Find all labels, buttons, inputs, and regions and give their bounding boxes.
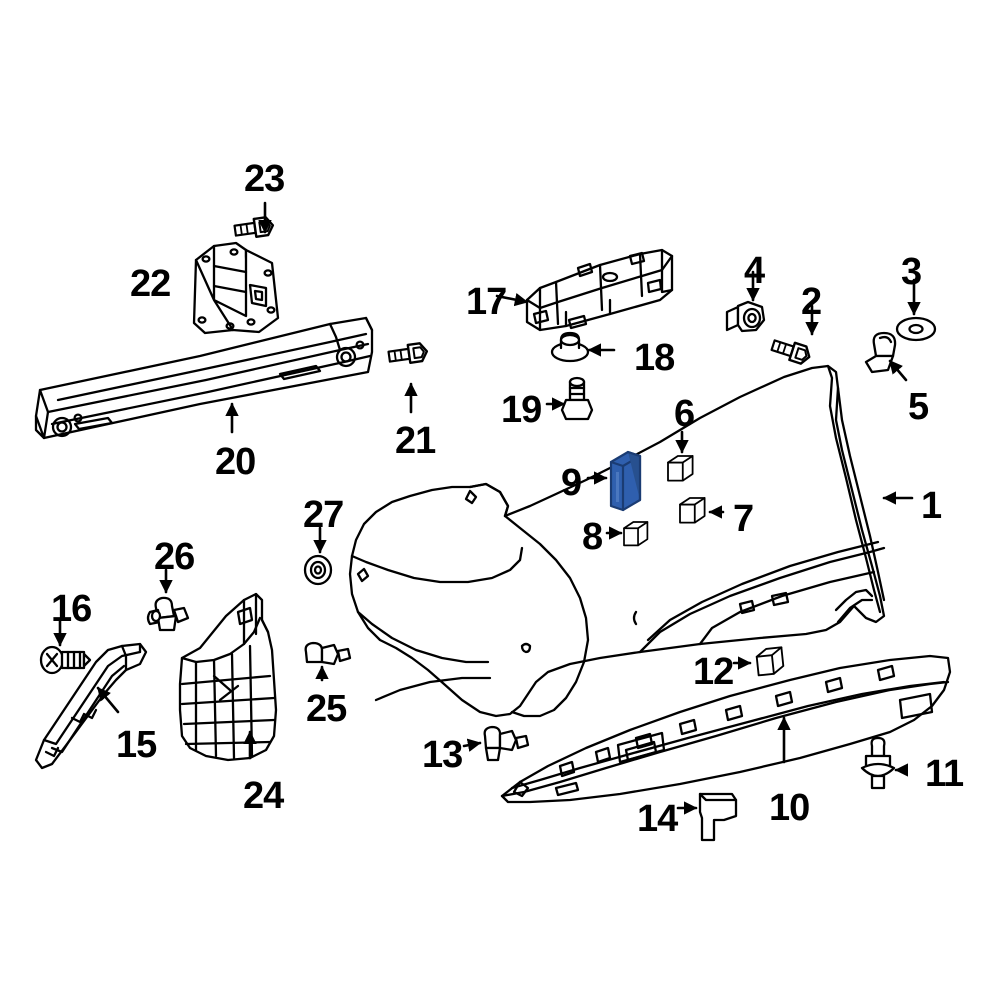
- callout-label-9: 9: [561, 462, 582, 504]
- part-23-bolt: [232, 215, 276, 241]
- callout-label-19: 19: [501, 389, 542, 431]
- part-3-washer: [895, 316, 937, 342]
- callout-label-16: 16: [51, 588, 92, 630]
- callout-label-5: 5: [908, 386, 929, 428]
- part-9-retainer-highlighted: [609, 450, 642, 512]
- part-17-energy-absorber: [525, 248, 674, 332]
- part-27-grommet: [303, 554, 333, 586]
- callout-label-7: 7: [733, 498, 754, 540]
- part-21-bolt: [386, 341, 430, 367]
- callout-label-15: 15: [116, 724, 157, 766]
- part-20-bumper-reinforcement: [34, 316, 374, 440]
- callout-label-21: 21: [395, 420, 436, 462]
- part-11-clip: [860, 736, 896, 790]
- part-4-retainer-nut: [725, 300, 766, 333]
- part-2-bolt: [769, 335, 814, 367]
- leader-15: [96, 686, 120, 714]
- callout-label-1: 1: [921, 485, 942, 527]
- part-14-bracket-clip: [698, 792, 738, 842]
- callout-label-24: 24: [243, 775, 284, 817]
- callout-label-13: 13: [422, 734, 463, 776]
- leader-5: [888, 359, 908, 382]
- part-5-push-clip: [864, 331, 897, 374]
- callout-label-17: 17: [466, 281, 507, 323]
- part-6-clip: [667, 455, 694, 482]
- part-24-splash-shield: [178, 592, 278, 762]
- callout-label-4: 4: [744, 250, 765, 292]
- leader-13: [462, 738, 482, 752]
- callout-label-3: 3: [901, 251, 922, 293]
- callout-label-2: 2: [801, 281, 822, 323]
- callout-label-11: 11: [925, 753, 964, 795]
- callout-label-26: 26: [154, 536, 195, 578]
- callout-label-27: 27: [303, 494, 344, 536]
- callout-label-6: 6: [674, 393, 695, 435]
- part-19-bolt: [560, 376, 594, 421]
- part-22-crash-box-bracket: [192, 241, 280, 335]
- part-16-screw: [39, 645, 92, 675]
- callout-label-10: 10: [769, 787, 810, 829]
- part-10-lower-valance: [500, 654, 952, 804]
- part-15-side-bracket: [34, 642, 148, 770]
- callout-label-22: 22: [130, 263, 171, 305]
- part-18-grommet: [550, 331, 590, 363]
- callout-label-25: 25: [306, 688, 347, 730]
- part-7-clip: [679, 497, 706, 524]
- callout-label-23: 23: [244, 158, 285, 200]
- leader-17: [495, 292, 529, 307]
- callout-label-8: 8: [582, 516, 603, 558]
- part-26-nut-clip: [146, 596, 190, 632]
- callout-label-12: 12: [693, 651, 734, 693]
- callout-label-18: 18: [634, 337, 675, 379]
- part-13-push-rivet: [483, 725, 530, 762]
- callout-label-20: 20: [215, 441, 256, 483]
- callout-label-14: 14: [637, 798, 678, 840]
- part-25-push-clip: [304, 641, 352, 666]
- part-12-spacer: [755, 646, 786, 677]
- part-1-rear-bumper-cover: [348, 364, 886, 718]
- part-8-clip: [623, 521, 649, 547]
